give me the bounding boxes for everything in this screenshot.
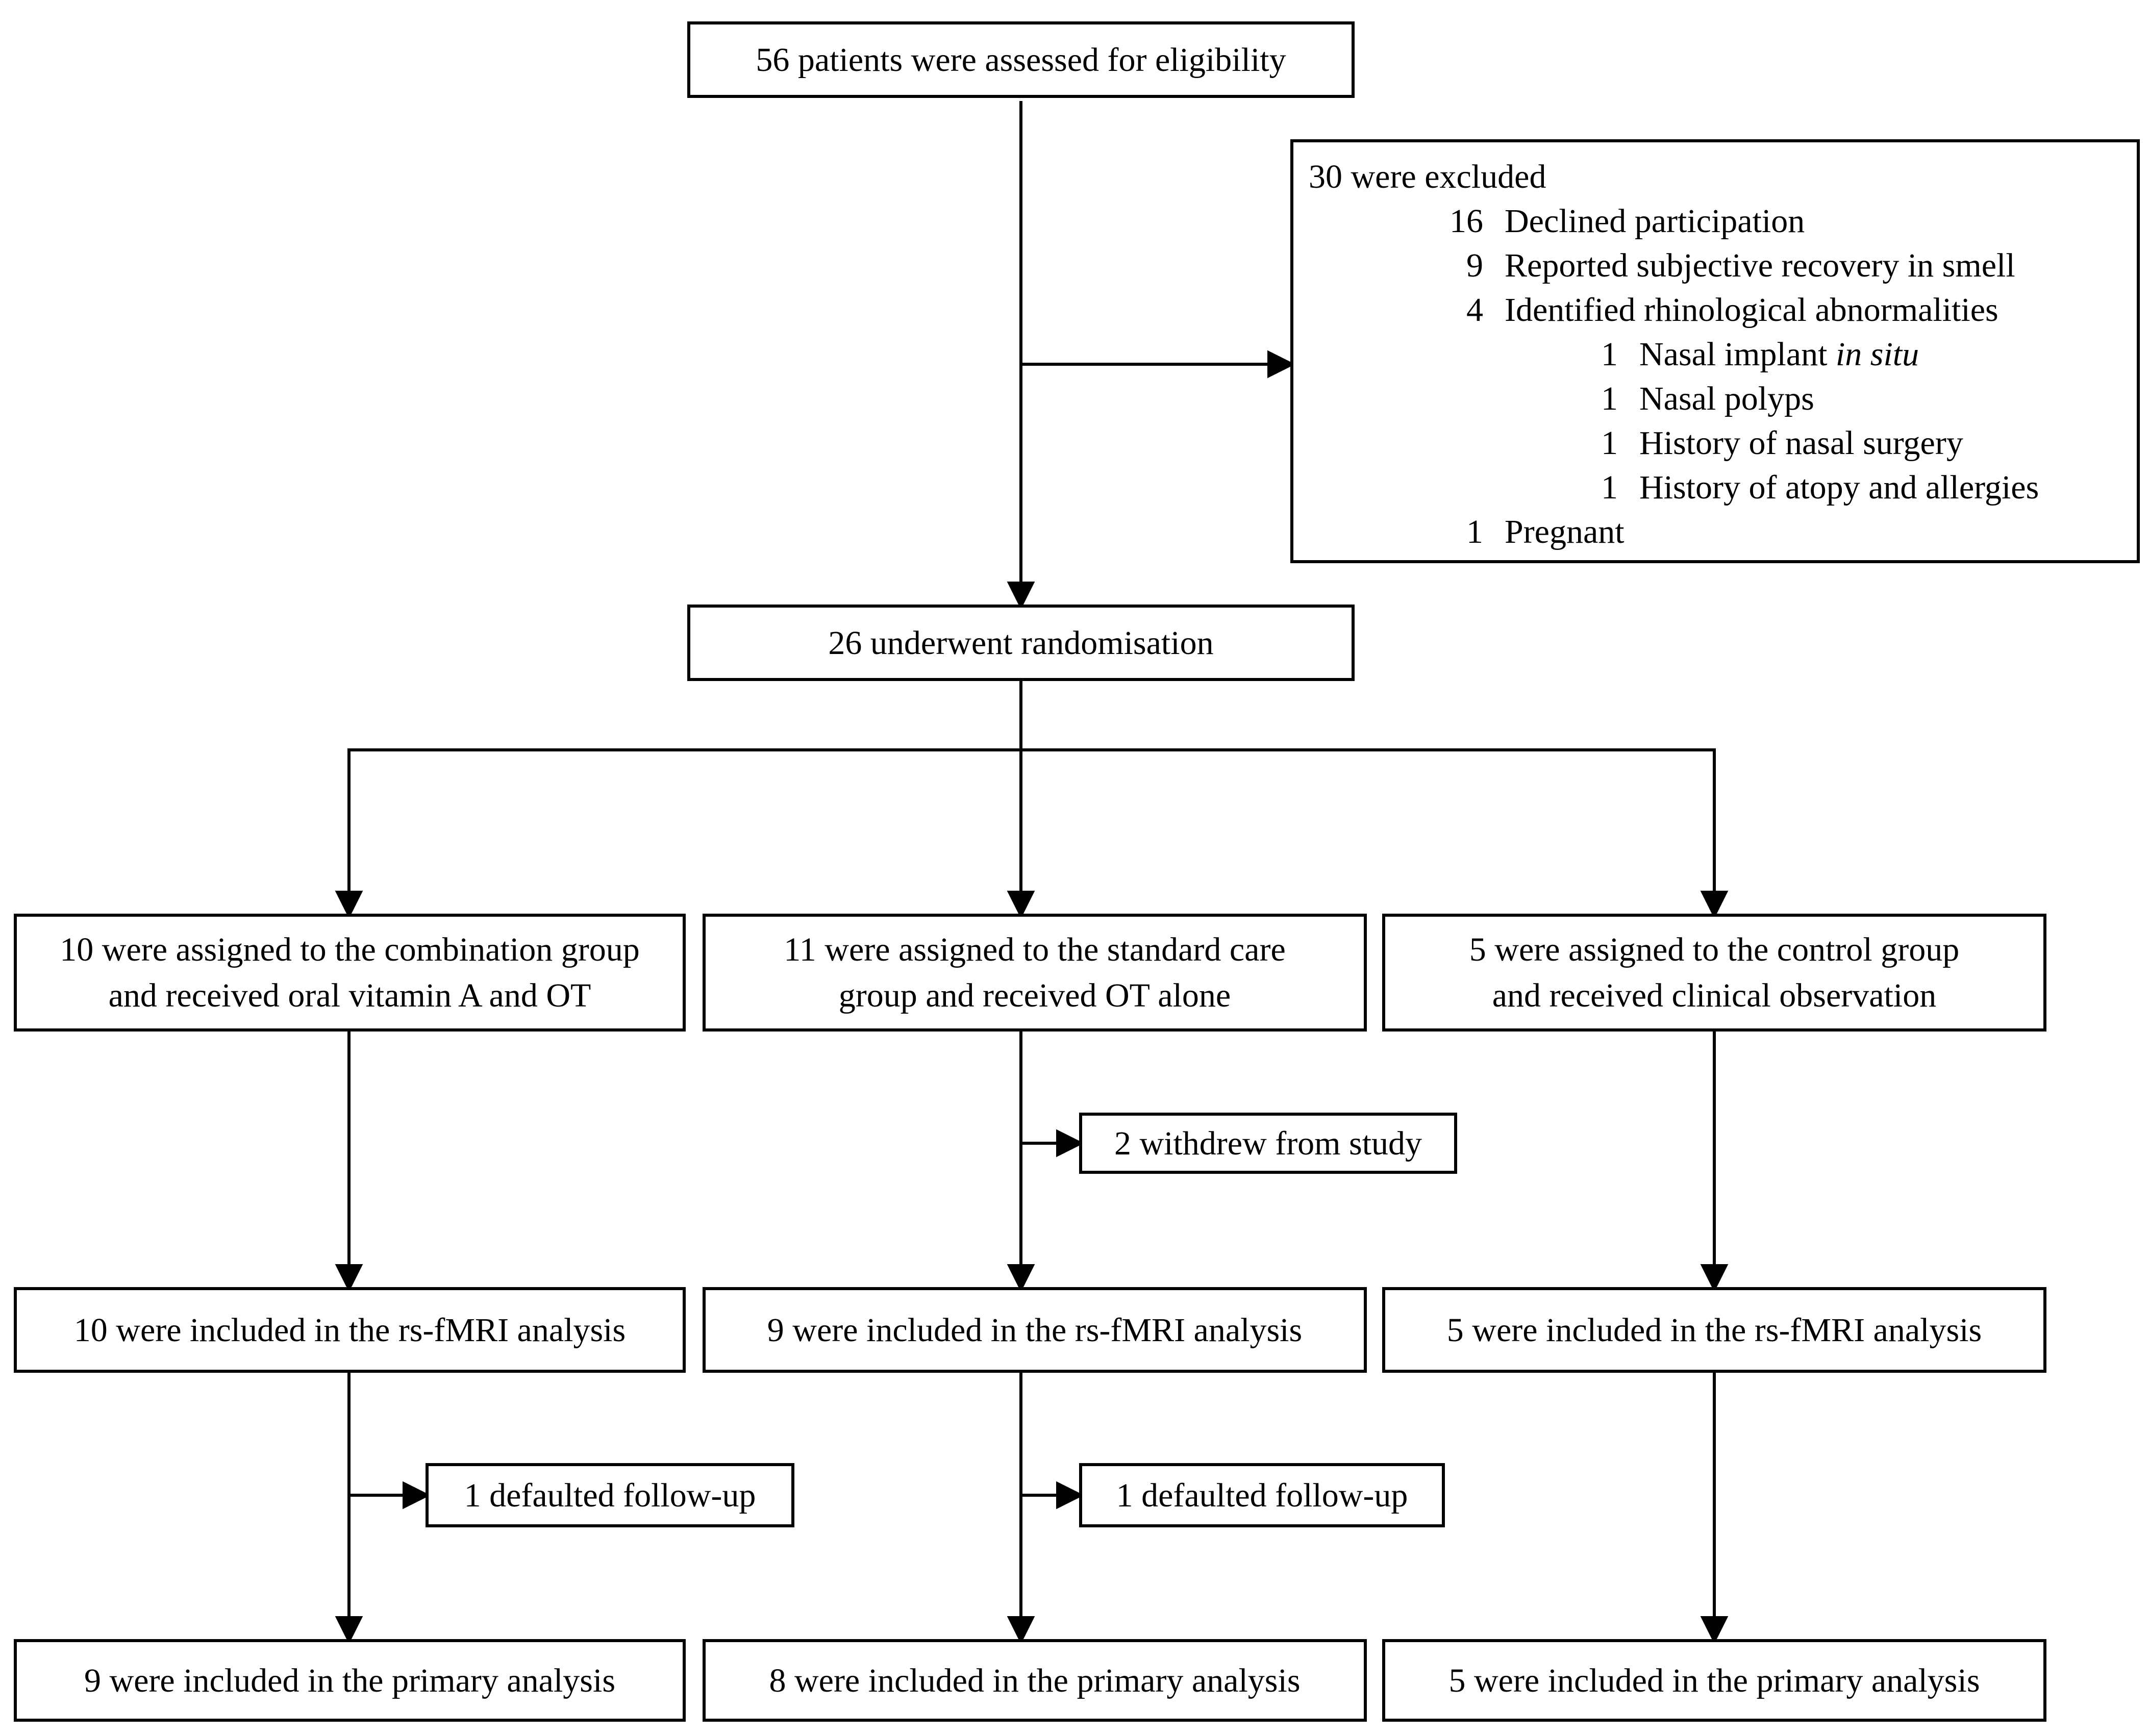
excluded-item-count: 1 <box>1601 380 1618 417</box>
excluded-item-label: Reported subjective recovery in smell <box>1505 247 2015 284</box>
randomisation-box: 26 underwent randomisation <box>687 605 1355 681</box>
excluded-title: 30 were excluded <box>1309 158 1546 195</box>
followup-standard-care-box: 1 defaulted follow-up <box>1079 1463 1445 1527</box>
excluded-item-label-italic: in situ <box>1835 336 1919 373</box>
combination-assigned-line1: 10 were assigned to the combination grou… <box>60 930 640 968</box>
excluded-item: 16 Declined participation <box>1309 199 1805 243</box>
excluded-item-label: Declined participation <box>1505 203 1805 240</box>
withdrew-box: 2 withdrew from study <box>1079 1113 1457 1174</box>
excluded-box: 30 were excluded 16 Declined participati… <box>1290 139 2140 563</box>
excluded-item-label: Identified rhinological abnormalities <box>1505 291 1998 329</box>
excluded-item-count: 9 <box>1466 247 1483 284</box>
excluded-item: 1 Nasal polyps <box>1309 376 1814 421</box>
excluded-item-count: 16 <box>1450 203 1483 240</box>
primary-standard-care-box: 8 were included in the primary analysis <box>703 1639 1367 1722</box>
combination-group-box: 10 were assigned to the combination grou… <box>14 914 686 1031</box>
excluded-item-label: History of atopy and allergies <box>1639 469 2039 506</box>
excluded-item-label: Nasal implant in situ <box>1639 336 1919 373</box>
control-group-box: 5 were assigned to the control group and… <box>1382 914 2046 1031</box>
combination-assigned-line2: and received oral vitamin A and OT <box>108 976 591 1014</box>
primary-control-box: 5 were included in the primary analysis <box>1382 1639 2046 1722</box>
fmri-control-text: 5 were included in the rs-fMRI analysis <box>1446 1311 1982 1349</box>
followup-combination-text: 1 defaulted follow-up <box>464 1476 756 1514</box>
primary-standard-care-text: 8 were included in the primary analysis <box>769 1662 1301 1699</box>
primary-combination-box: 9 were included in the primary analysis <box>14 1639 686 1722</box>
followup-combination-box: 1 defaulted follow-up <box>426 1463 794 1527</box>
control-assigned-line1: 5 were assigned to the control group <box>1469 930 1960 968</box>
excluded-item: 1 Nasal implant in situ <box>1309 332 1919 376</box>
standard-care-group-box: 11 were assigned to the standard care gr… <box>703 914 1367 1031</box>
standard-care-assigned-line2: group and received OT alone <box>838 976 1231 1014</box>
withdrew-text: 2 withdrew from study <box>1114 1124 1422 1162</box>
primary-control-text: 5 were included in the primary analysis <box>1448 1662 1980 1699</box>
followup-standard-care-text: 1 defaulted follow-up <box>1116 1476 1408 1514</box>
eligibility-text: 56 patients were assessed for eligibilit… <box>756 41 1286 79</box>
fmri-combination-box: 10 were included in the rs-fMRI analysis <box>14 1287 686 1373</box>
fmri-combination-text: 10 were included in the rs-fMRI analysis <box>73 1311 626 1349</box>
excluded-item: 1 History of nasal surgery <box>1309 421 1963 465</box>
excluded-item-count: 4 <box>1466 291 1483 329</box>
excluded-item: 9 Reported subjective recovery in smell <box>1309 243 2015 288</box>
excluded-item-count: 1 <box>1601 424 1618 462</box>
eligibility-box: 56 patients were assessed for eligibilit… <box>687 21 1355 98</box>
fmri-standard-care-text: 9 were included in the rs-fMRI analysis <box>767 1311 1303 1349</box>
excluded-item-label: History of nasal surgery <box>1639 424 1963 462</box>
excluded-item-count: 1 <box>1466 513 1483 550</box>
control-assigned-line2: and received clinical observation <box>1492 976 1937 1014</box>
excluded-item-label: Nasal polyps <box>1639 380 1814 417</box>
fmri-standard-care-box: 9 were included in the rs-fMRI analysis <box>703 1287 1367 1373</box>
excluded-item-label: Pregnant <box>1505 513 1625 550</box>
excluded-item-count: 1 <box>1601 336 1618 373</box>
excluded-item-count: 1 <box>1601 469 1618 506</box>
primary-combination-text: 9 were included in the primary analysis <box>84 1662 615 1699</box>
excluded-item: 1 History of atopy and allergies <box>1309 465 2039 510</box>
standard-care-assigned-line1: 11 were assigned to the standard care <box>784 930 1286 968</box>
excluded-item: 4 Identified rhinological abnormalities <box>1309 288 1998 332</box>
excluded-item: 1 Pregnant <box>1309 510 1625 554</box>
fmri-control-box: 5 were included in the rs-fMRI analysis <box>1382 1287 2046 1373</box>
randomisation-text: 26 underwent randomisation <box>828 624 1214 662</box>
